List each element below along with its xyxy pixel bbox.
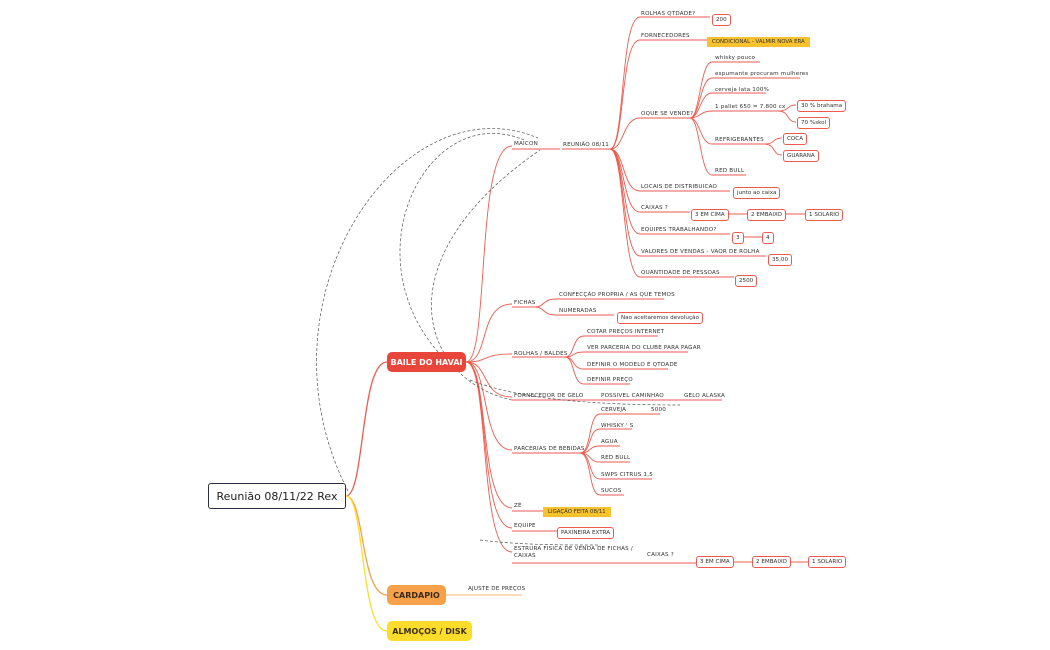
item-refrigerantes[interactable]: REFRIGERANTES [715,137,764,143]
item-definir-preco[interactable]: DEFINIR PREÇO [587,377,633,383]
topic-equipe[interactable]: EQUIPE [514,523,536,529]
tag-condicional[interactable]: CONDICIONAL - VALMIR NOVA ERA [707,37,810,47]
item-whisky[interactable]: whisky pouco [715,55,756,61]
item-whiskys[interactable]: WHISKY ' S [601,423,634,429]
topic-valores[interactable]: VALORES DE VENDAS - VAOR DE ROLHA [641,249,760,255]
value-solario[interactable]: 1 SOLARIO [805,209,844,221]
topic-fornecedor-gelo[interactable]: FORNECEDOR DE GELO [514,393,584,399]
item-nao-aceitar[interactable]: Nao aceitaremos devolução [617,312,703,324]
item-agua[interactable]: AGUA [601,439,618,445]
topic-equipes[interactable]: EQUIPES TRABALHANDO? [641,227,717,233]
topic-oque-se-vende[interactable]: OQUE SE VENDE? [641,111,694,117]
item-red-bull-parceria[interactable]: RED BULL [601,455,631,461]
main-topic-cardapio[interactable]: CARDAPIO [387,585,446,605]
value-estrura-embaixo[interactable]: 2 EMBAIXO [752,556,791,568]
item-brahma[interactable]: 30 % brahama [797,100,847,112]
value-rolhas[interactable]: 200 [712,14,731,26]
item-possivel-caminhao[interactable]: POSSIVEL CAMINHAO [601,393,664,399]
item-pallet[interactable]: 1 pallet 650 = 7.800 cx [715,104,786,110]
item-cotar-precos[interactable]: COTAR PREÇOS INTERNET [587,329,665,335]
item-skol[interactable]: 70 %skol [797,117,831,129]
item-gelo-alaska[interactable]: GELO ALASKA [684,393,726,399]
topic-parcerias-bebidas[interactable]: PARCERIAS DE BEBIDAS [514,446,585,452]
topic-rolhas-baldes[interactable]: ROLHAS / BALDES [514,351,568,357]
topic-estrura-line1[interactable]: ESTRURA FISICA DE VENDA DE FICHAS / [514,546,633,552]
value-em-cima[interactable]: 3 EM CIMA [691,209,729,221]
item-ver-parceria[interactable]: VER PARCERIA DO CLUBE PARA PAGAR [587,345,701,351]
topic-caixas[interactable]: CAIXAS ? [641,205,668,211]
tag-ligacao-feita[interactable]: LIGAÇÃO FEITA 08/11 [543,507,611,517]
topic-quantidade[interactable]: QUANTIDADE DE PESSOAS [641,270,720,276]
value-estrura-em-cima[interactable]: 3 EM CIMA [696,556,734,568]
value-equipes-3[interactable]: 3 [732,232,744,244]
value-valor[interactable]: 35,00 [768,254,793,266]
topic-estrura-line2[interactable]: CAIXAS [514,553,536,559]
topic-locais[interactable]: LOCAIS DE DISTRIBUICAO [641,184,718,190]
value-junto-caixa[interactable]: junto ao caixa [733,187,781,199]
topic-reuniao[interactable]: REUNIÃO 08/11 [563,142,609,148]
item-swps-citrus[interactable]: SWPS CITRUS 1,5 [601,472,653,478]
item-estrura-caixas[interactable]: CAIXAS ? [647,552,674,558]
main-topic-baile-do-havai[interactable]: BAILE DO HAVAI [387,352,466,372]
item-espumante[interactable]: espumante procuram mulheres [715,71,809,77]
item-confeccao[interactable]: CONFECÇÃO PROPRIA / AS QUE TEMOS [559,292,675,298]
topic-fichas[interactable]: FICHAS [514,300,536,306]
item-ajuste-precos[interactable]: AJUSTE DE PREÇOS [468,586,526,592]
topic-maicon[interactable]: MAICON [514,141,538,147]
value-cerveja-qtd[interactable]: 5000 [651,407,667,413]
value-estrura-solario[interactable]: 1 SOLARIO [808,556,847,568]
value-equipes-4[interactable]: 4 [762,232,774,244]
topic-rolhas-qtdade[interactable]: ROLHAS QTDADE? [641,11,696,17]
value-embaixo[interactable]: 2 EMBAIXO [747,209,786,221]
item-cerveja-lata[interactable]: cerveja lata 100% [715,87,770,93]
item-guarana[interactable]: GUARANA [783,150,819,162]
item-coca[interactable]: COCA [783,133,808,145]
item-numeradas[interactable]: NUMERADAS [559,308,597,314]
item-paxineira-extra[interactable]: PAXINEIRA EXTRA [557,527,615,539]
item-red-bull[interactable]: RED BULL [715,168,745,174]
root-topic[interactable]: Reunião 08/11/22 Rex [208,483,346,509]
item-cerveja[interactable]: CERVEJA [601,407,627,413]
topic-ze[interactable]: ZÉ [514,503,522,509]
item-sucos[interactable]: SUCOS [601,488,622,494]
value-quantidade[interactable]: 2500 [735,275,758,287]
main-topic-almocos-disk[interactable]: ALMOÇOS / DISK [387,621,472,641]
topic-fornecedores[interactable]: FORNECEDORES [641,33,690,39]
item-definir-modelo[interactable]: DEFINIR O MODELO E QTDADE [587,362,678,368]
